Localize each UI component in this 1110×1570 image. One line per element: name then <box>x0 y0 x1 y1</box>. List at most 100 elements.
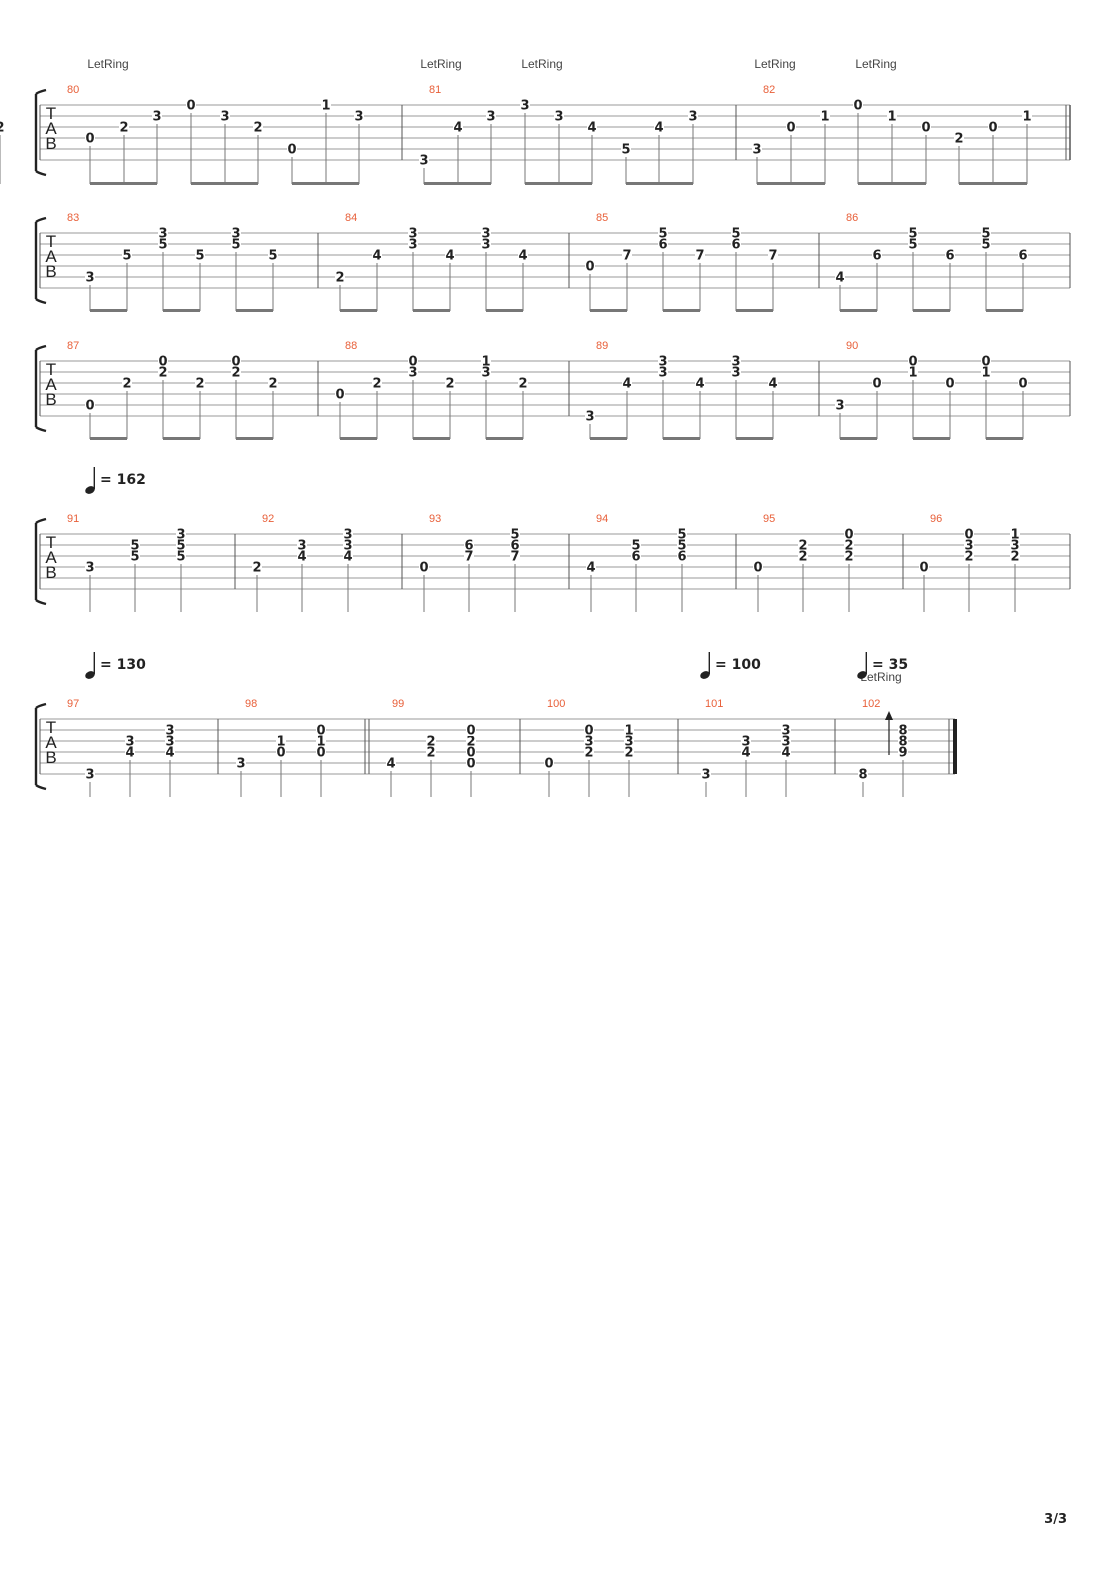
fret-number: 4 <box>741 746 750 761</box>
fret-backdrop <box>768 249 778 261</box>
fret-number: 0 <box>158 355 167 370</box>
beat: 33 <box>481 227 491 311</box>
tab-system: TAB8702022022880203213289343343349030010… <box>34 340 1071 440</box>
let-ring-label: LetRing <box>860 670 901 684</box>
final-barline-thick <box>953 719 957 774</box>
fret-number: 3 <box>688 110 697 125</box>
beat: 0 <box>945 377 955 439</box>
fret-backdrop <box>453 121 463 133</box>
fret-number: 1 <box>820 110 829 125</box>
fret-backdrop <box>658 366 668 378</box>
measure-number: 87 <box>67 340 79 352</box>
fret-number: 3 <box>731 366 740 381</box>
beat: 1 <box>887 110 897 184</box>
fret-backdrop <box>408 227 418 239</box>
fret-number: 4 <box>453 121 462 136</box>
measure-number: 91 <box>67 513 79 525</box>
fret-number: 2 <box>426 735 435 750</box>
fret-backdrop <box>631 550 641 562</box>
fret-number: 6 <box>945 249 954 264</box>
fret-backdrop <box>297 550 307 562</box>
fret-number: 0 <box>988 121 997 136</box>
beam <box>340 309 377 312</box>
fret-backdrop <box>584 724 594 736</box>
fret-number: 6 <box>731 238 740 253</box>
tab-systems: TAB80LetRing023032013281LetRingLetRing34… <box>0 57 1071 797</box>
measure-number: 101 <box>705 698 723 710</box>
fret-number: 6 <box>872 249 881 264</box>
fret-number: 6 <box>631 550 640 565</box>
beat: 03 <box>408 355 418 439</box>
fret-backdrop <box>236 757 246 769</box>
fret-number: 2 <box>844 550 853 565</box>
fret-backdrop <box>158 238 168 250</box>
measure-number: 82 <box>763 84 775 96</box>
fret-number: 4 <box>343 550 352 565</box>
measure-number: 84 <box>345 212 357 224</box>
measure-number: 98 <box>245 698 257 710</box>
fret-number: 3 <box>236 757 245 772</box>
fret-number: 2 <box>372 377 381 392</box>
beat: 56 <box>631 539 641 612</box>
beat: 55 <box>130 539 140 612</box>
beat: 13 <box>481 355 491 439</box>
fret-backdrop <box>677 528 687 540</box>
fret-backdrop <box>481 355 491 367</box>
fret-backdrop <box>1010 550 1020 562</box>
fret-number: 3 <box>408 238 417 253</box>
fret-backdrop <box>908 355 918 367</box>
beat: 1 <box>321 99 331 184</box>
fret-number: 0 <box>844 528 853 543</box>
beat: 334 <box>343 528 353 612</box>
fret-backdrop <box>544 757 554 769</box>
beat: 34 <box>297 539 307 612</box>
fret-number: 1 <box>624 724 633 739</box>
beam <box>486 437 523 440</box>
beat: 022 <box>844 528 854 612</box>
fret-backdrop <box>981 238 991 250</box>
fret-number: 3 <box>343 528 352 543</box>
beat: 22 <box>426 735 436 797</box>
beat: 0 <box>585 260 595 311</box>
measure-number: 88 <box>345 340 357 352</box>
fret-backdrop <box>335 388 345 400</box>
beam <box>840 309 877 312</box>
fret-backdrop <box>176 550 186 562</box>
fret-number: 6 <box>677 550 686 565</box>
fret-backdrop <box>276 735 286 747</box>
fret-backdrop <box>481 366 491 378</box>
beat: 2 <box>252 561 262 612</box>
fret-number: 3 <box>481 238 490 253</box>
beat: 3 <box>85 768 95 797</box>
fret-number: 0 <box>753 561 762 576</box>
fret-number: 5 <box>621 143 630 158</box>
fret-backdrop <box>130 550 140 562</box>
beat: 02 <box>158 355 168 439</box>
beam <box>424 182 491 185</box>
fret-number: 3 <box>585 410 594 425</box>
fret-backdrop <box>85 768 95 780</box>
tab-letter-b: B <box>45 134 56 153</box>
fret-backdrop <box>677 539 687 551</box>
fret-backdrop <box>130 539 140 551</box>
fret-number: 7 <box>464 550 473 565</box>
fret-number: 0 <box>585 260 594 275</box>
fret-number: 0 <box>335 388 344 403</box>
fret-backdrop <box>287 143 297 155</box>
beat: 0 <box>85 399 95 439</box>
beam <box>525 182 592 185</box>
fret-number: 3 <box>701 768 710 783</box>
tab-system: TAB80LetRing023032013281LetRingLetRing34… <box>0 57 1071 185</box>
fret-number: 3 <box>220 110 229 125</box>
fret-backdrop <box>887 110 897 122</box>
beam <box>486 309 523 312</box>
